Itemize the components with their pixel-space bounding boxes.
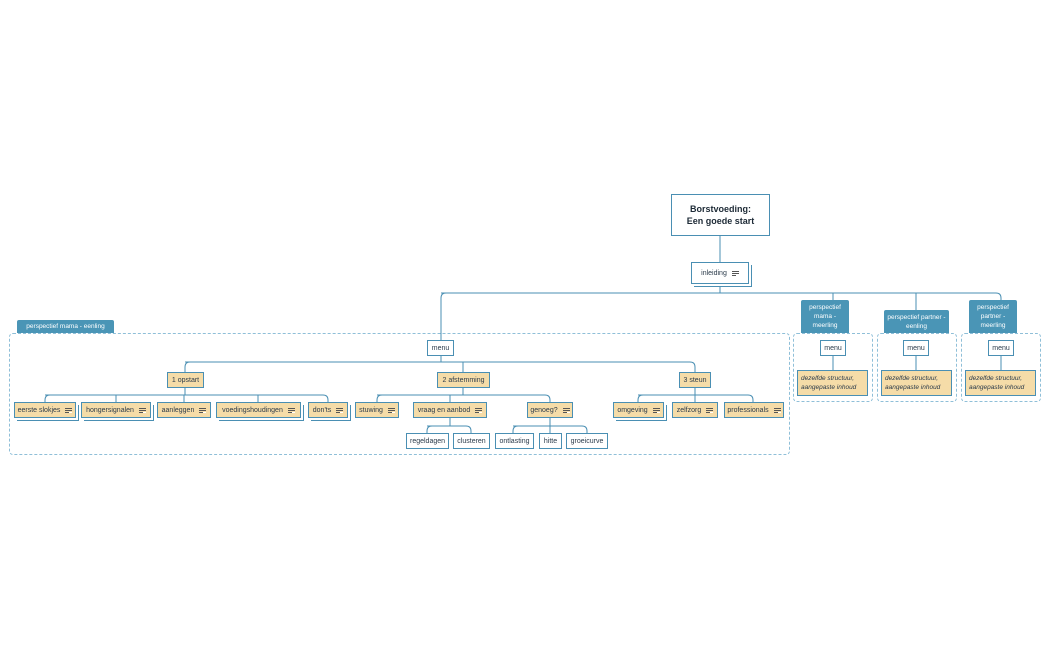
topic-label: groeicurve <box>570 437 604 445</box>
topic-label: hongersignalen <box>86 406 134 414</box>
topic-label: zelfzorg <box>676 406 702 414</box>
topic-label: ontlasting <box>499 437 530 445</box>
topic-eerste-slokjes[interactable]: eerste slokjes <box>14 402 76 418</box>
topic-label: voedingshoudingen <box>222 406 283 414</box>
boundary-label-main[interactable]: perspectief mama - eenling <box>17 320 114 333</box>
section-steun-label: 3 steun <box>683 376 707 384</box>
notes-icon <box>336 407 344 413</box>
notes-icon <box>475 407 483 413</box>
topic-omgeving[interactable]: omgeving <box>613 402 664 418</box>
menu-label: menu <box>992 344 1010 352</box>
topic-label: stuwing <box>359 406 383 414</box>
note-same-structure-partner-single[interactable]: dezelfde structuur, aangepaste inhoud <box>881 370 952 396</box>
note-same-structure-partner-twins[interactable]: dezelfde structuur, aangepaste inhoud <box>965 370 1036 396</box>
section-steun[interactable]: 3 steun <box>679 372 711 388</box>
boundary-partner-twins <box>961 333 1041 402</box>
note-same-structure-twins[interactable]: dezelfde structuur, aangepaste inhoud <box>797 370 868 396</box>
topic-clusteren[interactable]: clusteren <box>453 433 490 449</box>
root-topic[interactable]: Borstvoeding: Een goede start <box>671 194 770 236</box>
section-opstart[interactable]: 1 opstart <box>167 372 204 388</box>
topic-zelfzorg[interactable]: zelfzorg <box>672 402 718 418</box>
topic-donts[interactable]: don'ts <box>308 402 348 418</box>
note-text: dezelfde structuur, aangepaste inhoud <box>885 375 941 391</box>
root-title-line1: Borstvoeding: <box>689 204 751 214</box>
menu-label: menu <box>431 344 450 352</box>
boundary-main <box>9 333 790 455</box>
notes-icon <box>562 407 570 413</box>
notes-icon <box>706 407 714 413</box>
notes-icon <box>773 407 781 413</box>
boundary-label-partner-twins[interactable]: perspectief partner - meerling <box>969 300 1017 333</box>
note-text: dezelfde structuur, aangepaste inhoud <box>969 375 1025 391</box>
menu-node-partner-twins[interactable]: menu <box>988 340 1014 356</box>
menu-node-partner-single[interactable]: menu <box>903 340 929 356</box>
boundary-partner-single <box>877 333 957 402</box>
boundary-twins <box>793 333 873 402</box>
boundary-label-partner-single-text: perspectief partner - eenling <box>887 313 946 330</box>
section-afstemming-label: 2 afstemming <box>442 376 485 384</box>
topic-label: omgeving <box>617 406 648 414</box>
menu-label: menu <box>907 344 925 352</box>
boundary-label-twins[interactable]: perspectief mama - meerling <box>801 300 849 333</box>
menu-node-main[interactable]: menu <box>427 340 454 356</box>
intro-node[interactable]: inleiding <box>691 262 749 284</box>
topic-label: aanleggen <box>161 406 195 414</box>
topic-label: regeldagen <box>409 437 446 445</box>
menu-label: menu <box>824 344 842 352</box>
topic-hitte[interactable]: hitte <box>539 433 562 449</box>
topic-label: hitte <box>543 437 558 445</box>
topic-label: vraag en aanbod <box>417 406 471 414</box>
notes-icon <box>731 270 739 276</box>
topic-label: professionals <box>727 406 769 414</box>
topic-label: eerste slokjes <box>17 406 61 414</box>
topic-groeicurve[interactable]: groeicurve <box>566 433 608 449</box>
notes-icon <box>287 407 295 413</box>
topic-label: clusteren <box>457 437 486 445</box>
boundary-label-twins-text: perspectief mama - meerling <box>809 304 841 329</box>
boundary-label-partner-twins-text: perspectief partner - meerling <box>977 304 1009 329</box>
topic-voedingshoudingen[interactable]: voedingshoudingen <box>216 402 301 418</box>
topic-label: don'ts <box>312 406 332 414</box>
topic-ontlasting[interactable]: ontlasting <box>495 433 534 449</box>
notes-icon <box>199 407 207 413</box>
topic-genoeg[interactable]: genoeg? <box>527 402 573 418</box>
boundary-label-partner-single[interactable]: perspectief partner - eenling <box>884 310 949 333</box>
topic-regeldagen[interactable]: regeldagen <box>406 433 449 449</box>
section-opstart-label: 1 opstart <box>171 376 200 384</box>
notes-icon <box>387 407 395 413</box>
topic-vraag-en-aanbod[interactable]: vraag en aanbod <box>413 402 487 418</box>
section-afstemming[interactable]: 2 afstemming <box>437 372 490 388</box>
boundary-label-main-text: perspectief mama - eenling <box>26 323 105 330</box>
topic-aanleggen[interactable]: aanleggen <box>157 402 211 418</box>
notes-icon <box>65 407 73 413</box>
note-text: dezelfde structuur, aangepaste inhoud <box>801 375 857 391</box>
topic-professionals[interactable]: professionals <box>724 402 784 418</box>
menu-node-twins[interactable]: menu <box>820 340 846 356</box>
topic-hongersignalen[interactable]: hongersignalen <box>81 402 151 418</box>
notes-icon <box>652 407 660 413</box>
notes-icon <box>138 407 146 413</box>
topic-stuwing[interactable]: stuwing <box>355 402 399 418</box>
root-title-line2: Een goede start <box>686 216 755 226</box>
intro-label: inleiding <box>701 269 727 277</box>
topic-label: genoeg? <box>530 406 558 414</box>
